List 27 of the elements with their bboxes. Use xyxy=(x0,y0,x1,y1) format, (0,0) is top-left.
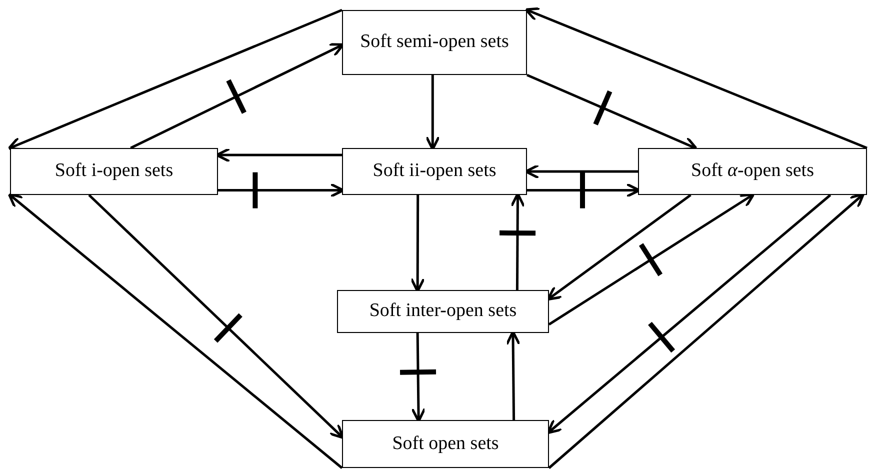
arrow xyxy=(527,182,640,198)
box-label: Soft i-open sets xyxy=(54,159,174,184)
set-box xyxy=(638,148,867,195)
arrow xyxy=(8,8,342,151)
arrow xyxy=(548,192,865,469)
set-box xyxy=(10,148,218,195)
arrow xyxy=(410,195,426,292)
arrow xyxy=(218,182,344,198)
box-label: Soft open sets xyxy=(392,432,499,456)
arrow xyxy=(548,193,755,326)
box-label: Soft α-open sets xyxy=(691,159,814,184)
set-box xyxy=(337,290,549,333)
box-label: Soft ii-open sets xyxy=(372,159,496,184)
arrow xyxy=(8,192,343,469)
arrow xyxy=(506,330,521,420)
arrow xyxy=(425,75,440,150)
set-box xyxy=(342,420,549,468)
box-label: Soft semi-open sets xyxy=(360,30,509,54)
arrow xyxy=(526,74,698,150)
arrow xyxy=(524,7,868,150)
arrow xyxy=(88,194,344,439)
arrow xyxy=(130,43,344,150)
box-label: Soft inter-open sets xyxy=(369,299,517,324)
set-box xyxy=(342,10,527,75)
arrow xyxy=(410,332,426,422)
arrow xyxy=(510,192,526,290)
set-box xyxy=(342,148,527,195)
